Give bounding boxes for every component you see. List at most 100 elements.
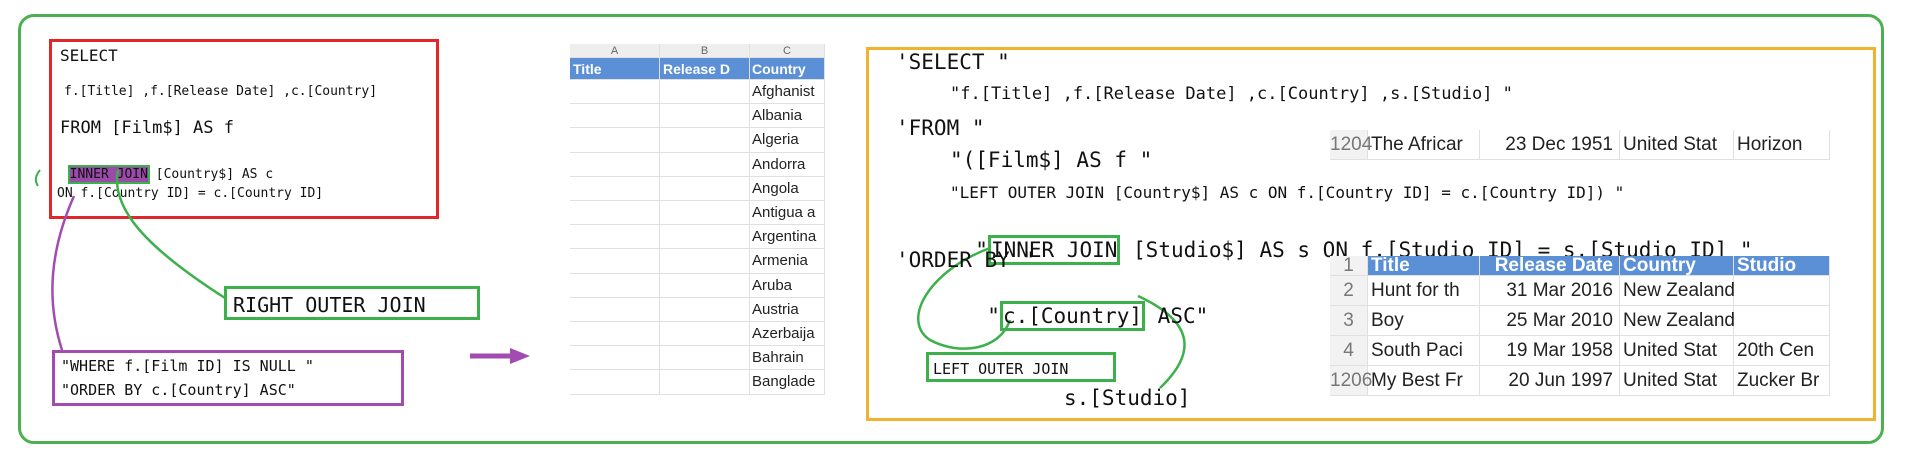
result-cell: 31 Mar 2016 xyxy=(1480,276,1620,306)
studio-connector xyxy=(1137,294,1186,389)
country-cell: Algeria xyxy=(750,128,825,153)
result-cell: United Stat xyxy=(1620,366,1734,396)
country-cell: Azerbaija xyxy=(750,322,825,347)
row-number: 4 xyxy=(1330,336,1368,366)
country-cell: Armenia xyxy=(750,249,825,274)
empty-cell xyxy=(660,346,750,371)
result-cell: Hunt for th xyxy=(1368,276,1480,306)
empty-cell xyxy=(660,201,750,226)
result-header-cell: Country xyxy=(1620,256,1734,276)
result-cell: South Paci xyxy=(1368,336,1480,366)
col-letter-c: C xyxy=(750,44,825,58)
row-number: 1 xyxy=(1330,256,1368,276)
r-left-outer-line: "LEFT OUTER JOIN [Country$] AS c ON f.[C… xyxy=(950,183,1625,202)
result-cell: 19 Mar 1958 xyxy=(1480,336,1620,366)
empty-cell xyxy=(660,322,750,347)
result-cell: New Zealand xyxy=(1620,306,1735,336)
empty-cell xyxy=(660,273,750,298)
row-number: 1206 xyxy=(1330,366,1372,396)
sql-from-clause: FROM [Film$] AS f xyxy=(60,118,234,138)
r-order-by: 'ORDER BY " xyxy=(896,248,1036,272)
left-outer-connector xyxy=(917,246,1012,350)
empty-cell xyxy=(570,322,660,347)
result-cell: My Best Fr xyxy=(1368,366,1480,396)
sql-join-table: [Country$] AS c xyxy=(155,167,274,182)
result-header-cell: Title xyxy=(1368,256,1480,276)
country-cell: Andorra xyxy=(750,152,825,177)
col-letter-b: B xyxy=(660,44,750,58)
empty-cell xyxy=(570,249,660,274)
r-select-columns: "f.[Title] ,f.[Release Date] ,c.[Country… xyxy=(950,84,1513,104)
where-clause-callout: "WHERE f.[Film ID] IS NULL " "ORDER BY c… xyxy=(52,350,404,406)
sql-select-keyword: SELECT xyxy=(60,46,118,65)
empty-cell xyxy=(660,176,750,201)
where-connector xyxy=(51,195,76,351)
left-outer-join-callout: LEFT OUTER JOIN xyxy=(926,352,1116,382)
empty-cell xyxy=(570,176,660,201)
left-outer-join-label: LEFT OUTER JOIN xyxy=(933,360,1069,378)
country-cell: Antigua a xyxy=(750,201,825,226)
row-number: 3 xyxy=(1330,306,1368,336)
empty-cell xyxy=(570,128,660,153)
top-cell-studio: Horizon xyxy=(1734,130,1830,160)
empty-cell xyxy=(570,152,660,177)
country-cell: Banglade xyxy=(750,370,825,395)
r-select: 'SELECT " xyxy=(896,50,1010,74)
empty-cell xyxy=(660,370,750,395)
empty-cell xyxy=(660,152,750,177)
top-result-row: 1204 The Africar 23 Dec 1951 United Stat… xyxy=(1330,130,1830,160)
empty-cell xyxy=(660,128,750,153)
sql-join-line: INNER JOIN [Country$] AS c xyxy=(54,152,274,184)
result-cell: 25 Mar 2010 xyxy=(1480,306,1620,336)
outer-frame xyxy=(18,14,1884,444)
r-order-col-line: "c.[Country] ASC" xyxy=(962,280,1209,331)
empty-cell xyxy=(570,104,660,129)
country-cell: Argentina xyxy=(750,225,825,250)
r-quote: " xyxy=(975,238,988,262)
inner-join-highlight: INNER JOIN xyxy=(67,165,150,184)
empty-cell xyxy=(660,80,750,105)
r-order-rest: ASC" xyxy=(1145,304,1209,328)
empty-cell xyxy=(570,370,660,395)
result-header-cell: Studio xyxy=(1734,256,1830,276)
header-title: Title xyxy=(570,58,660,80)
result-cell: 20 Jun 1997 xyxy=(1480,366,1620,396)
header-release-date: Release D xyxy=(660,58,750,80)
top-cell-title: The Africar xyxy=(1368,130,1480,160)
result-cell xyxy=(1734,276,1830,306)
right-outer-connector xyxy=(115,169,226,300)
col-letter-a: A xyxy=(570,44,660,58)
header-country: Country xyxy=(750,58,825,80)
r-from-film: "([Film$] AS f " xyxy=(950,148,1153,172)
top-cell-date: 23 Dec 1951 xyxy=(1480,130,1620,160)
result-cell xyxy=(1734,306,1830,336)
arrow-head xyxy=(510,348,530,364)
studio-column-label: s.[Studio] xyxy=(1064,386,1191,410)
empty-cell xyxy=(570,297,660,322)
where-line: "WHERE f.[Film ID] IS NULL " xyxy=(61,357,314,375)
right-outer-join-callout: RIGHT OUTER JOIN xyxy=(224,286,480,320)
result-cell: Zucker Br xyxy=(1734,366,1830,396)
empty-cell xyxy=(570,346,660,371)
country-cell: Angola xyxy=(750,176,825,201)
result-cell: New Zealand xyxy=(1620,276,1735,306)
result-cell: United Stat xyxy=(1620,336,1734,366)
top-row-number: 1204 xyxy=(1330,130,1372,160)
r-country-highlight: c.[Country] xyxy=(999,301,1146,331)
original-query-box xyxy=(49,39,439,219)
r-quote-2: " xyxy=(987,304,1000,328)
result-cell: Boy xyxy=(1368,306,1480,336)
order-by-line: "ORDER BY c.[Country] ASC" xyxy=(61,381,296,399)
country-cell: Afghanist xyxy=(750,80,825,105)
right-outer-join-label: RIGHT OUTER JOIN xyxy=(233,293,426,317)
country-cell: Aruba xyxy=(750,273,825,298)
country-cell: Albania xyxy=(750,104,825,129)
empty-cell xyxy=(660,225,750,250)
empty-cell xyxy=(570,201,660,226)
small-connector xyxy=(34,169,41,187)
empty-cell xyxy=(570,273,660,298)
r-from: 'FROM " xyxy=(896,116,985,140)
country-cell: Bahrain xyxy=(750,346,825,371)
empty-cell xyxy=(660,104,750,129)
